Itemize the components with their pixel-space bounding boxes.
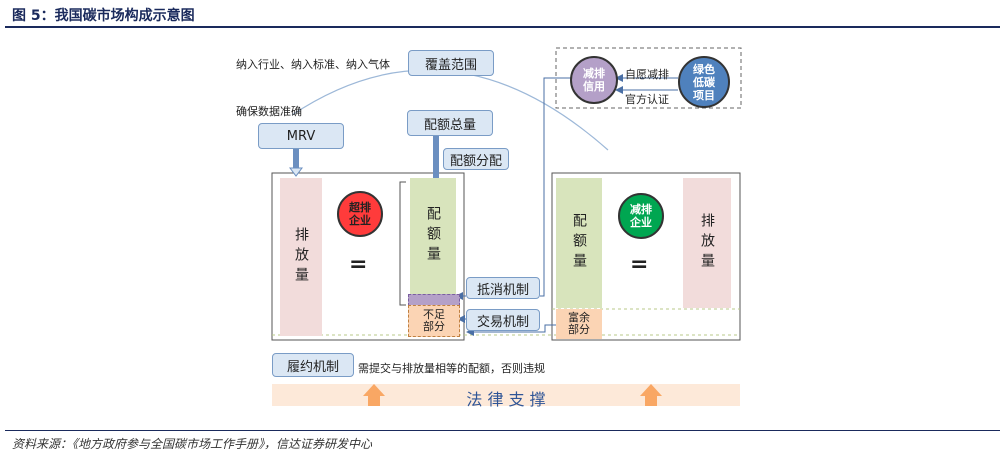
source-rule — [5, 430, 1000, 431]
industries-label: 纳入行业、纳入标准、纳入气体 — [236, 58, 390, 71]
official-label: 官方认证 — [625, 93, 669, 106]
total-quota-button: 配额总量 — [407, 110, 493, 136]
figure-title: 图 5：我国碳市场构成示意图 — [12, 8, 195, 24]
right-quota-label: 配额量 — [571, 213, 587, 273]
right-emission-label: 排放量 — [699, 213, 715, 273]
right-enterprise-box — [551, 172, 741, 341]
ensure-data-label: 确保数据准确 — [236, 105, 302, 118]
voluntary-label: 自愿减排 — [625, 68, 669, 81]
left-enterprise-circle: 超排企业 — [337, 191, 383, 237]
right-equals: = — [630, 252, 649, 277]
law-arrow-right — [640, 384, 662, 406]
coverage-button: 覆盖范围 — [408, 50, 494, 76]
law-support-label: 法 律 支 撑 — [466, 390, 546, 409]
quota-allocation-button: 配额分配 — [443, 148, 509, 170]
right-quota-bar: 配额量 — [556, 178, 602, 308]
mrv-button: MRV — [258, 123, 344, 149]
left-quota-bar: 配额量 — [410, 178, 456, 294]
figure-source: 资料来源：《地方政府参与全国碳市场工作手册》，信达证券研发中心 — [12, 437, 373, 451]
law-band — [272, 384, 740, 406]
credit-circle: 减排信用 — [570, 56, 618, 104]
left-emission-label: 排放量 — [293, 227, 309, 287]
compliance-button: 履约机制 — [272, 353, 354, 377]
offset-button: 抵消机制 — [466, 277, 540, 299]
shortage-portion: 不足部分 — [408, 305, 460, 337]
trading-button: 交易机制 — [466, 309, 540, 331]
left-emission-bar: 排放量 — [280, 178, 322, 336]
ccer-box — [555, 47, 742, 109]
right-emission-bar: 排放量 — [683, 178, 731, 308]
title-rule — [5, 26, 1000, 28]
left-equals: = — [349, 252, 368, 277]
surplus-portion: 富余部分 — [556, 309, 602, 339]
left-quota-label: 配额量 — [425, 206, 441, 266]
green-project-circle: 绿色低碳项目 — [678, 56, 730, 108]
left-enterprise-box — [271, 172, 465, 341]
right-enterprise-circle: 减排企业 — [618, 193, 664, 239]
law-arrow-left — [363, 384, 385, 406]
compliance-note: 需提交与排放量相等的配额，否则违规 — [358, 362, 545, 375]
